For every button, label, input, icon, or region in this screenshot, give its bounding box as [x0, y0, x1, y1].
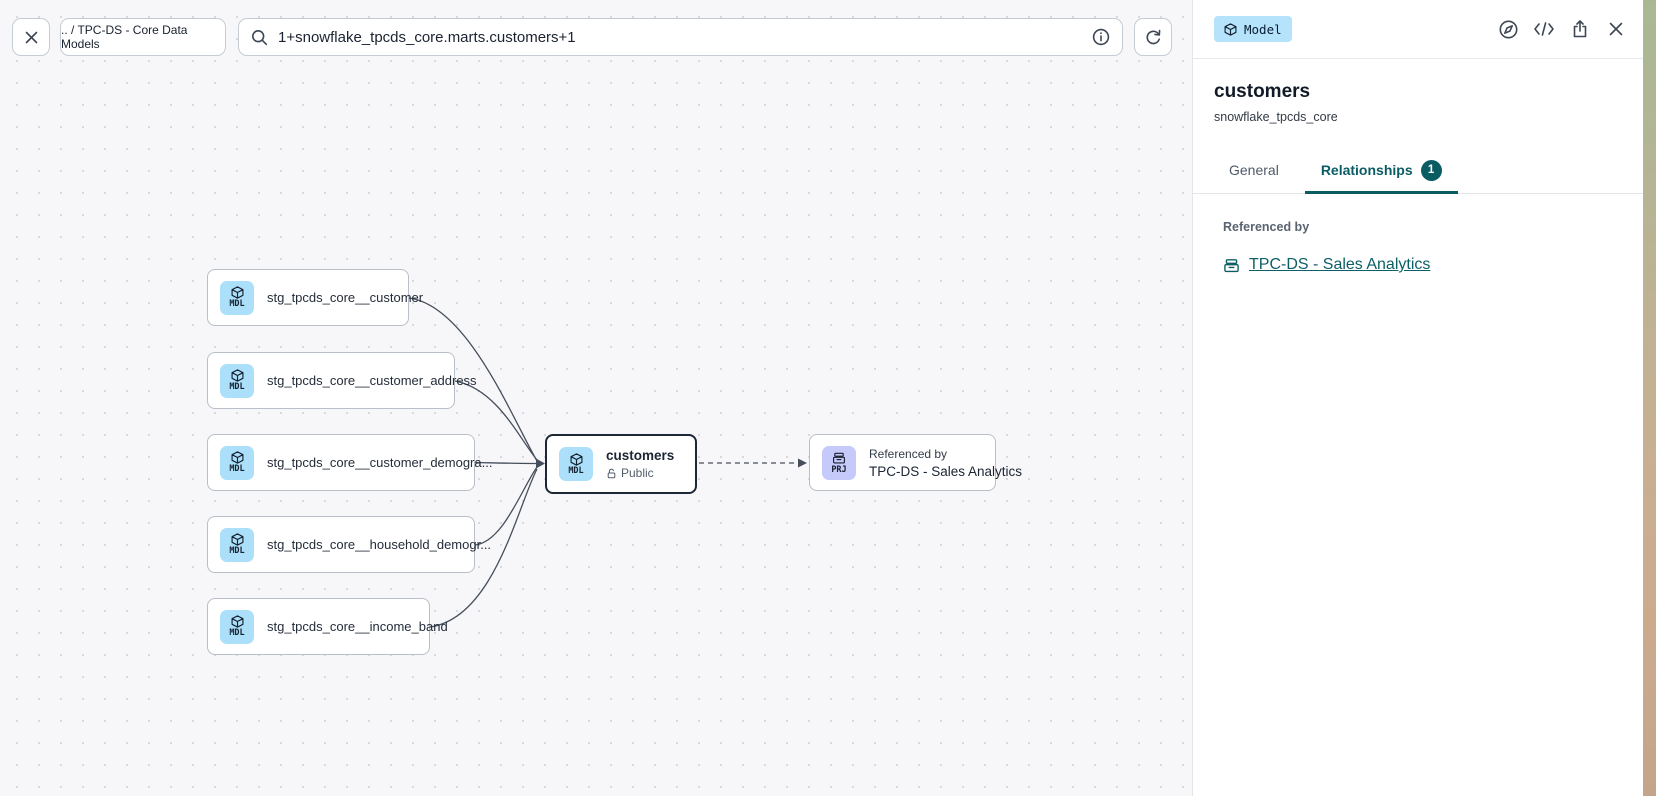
details-panel: Model [1192, 0, 1643, 796]
node-label: stg_tpcds_core__customer_address [267, 373, 477, 388]
close-icon [25, 31, 37, 43]
lineage-node-project-sales-analytics[interactable]: PRJ Referenced by TPC-DS - Sales Analyti… [809, 434, 1022, 491]
lineage-canvas[interactable]: MDL stg_tpcds_core__customer MDL stg_tpc… [0, 0, 1192, 796]
lineage-node-stg-household-demographics[interactable]: MDL stg_tpcds_core__household_demogr... [207, 516, 491, 573]
node-label: stg_tpcds_core__income_band [267, 619, 448, 634]
share-button[interactable] [1569, 18, 1591, 40]
desktop-wallpaper-edge [1643, 0, 1656, 796]
model-cube-icon: MDL [220, 445, 254, 480]
close-panel-button[interactable] [1605, 18, 1627, 40]
explore-lineage-button[interactable] [1497, 18, 1519, 40]
page-title: customers [1214, 81, 1311, 102]
model-cube-icon: MDL [220, 527, 254, 562]
resource-type-badge: Model [1214, 16, 1292, 42]
lineage-node-stg-customer-address[interactable]: MDL stg_tpcds_core__customer_address [207, 352, 477, 409]
lineage-node-stg-customer[interactable]: MDL stg_tpcds_core__customer [207, 269, 423, 326]
lineage-node-stg-customer-demographics[interactable]: MDL stg_tpcds_core__customer_demogra... [207, 434, 492, 491]
cube-icon [1224, 23, 1237, 36]
model-cube-icon: MDL [220, 280, 254, 315]
lineage-node-customers-selected[interactable]: MDL customers Public [545, 434, 697, 494]
tab-relationships[interactable]: Relationships 1 [1304, 147, 1458, 194]
lineage-node-stg-income-band[interactable]: MDL stg_tpcds_core__income_band [207, 598, 448, 655]
compass-icon [1499, 20, 1517, 38]
model-cube-icon: MDL [559, 447, 593, 481]
refresh-button[interactable] [1134, 18, 1172, 56]
code-icon [1534, 22, 1554, 36]
referenced-by-project-link[interactable]: TPC-DS - Sales Analytics [1223, 256, 1430, 274]
project-subtitle: snowflake_tpcds_core [1214, 110, 1338, 124]
node-referenced-by-label: Referenced by [869, 446, 948, 461]
referenced-by-section-label: Referenced by [1223, 220, 1310, 234]
node-label: stg_tpcds_core__customer [267, 290, 424, 305]
lock-open-icon [606, 468, 617, 479]
model-cube-icon: MDL [220, 363, 254, 398]
search-input[interactable]: 1+snowflake_tpcds_core.marts.customers+1 [278, 28, 576, 46]
project-drawer-icon: PRJ [822, 445, 856, 480]
panel-tabs: General Relationships 1 [1193, 148, 1643, 194]
share-icon [1573, 20, 1587, 38]
panel-header: Model [1193, 0, 1643, 59]
lineage-edges [408, 297, 807, 628]
view-code-button[interactable] [1533, 18, 1555, 40]
refresh-icon [1145, 29, 1160, 44]
node-label: stg_tpcds_core__household_demogr... [267, 537, 492, 552]
drawer-icon [1223, 257, 1240, 274]
model-cube-icon: MDL [220, 609, 254, 644]
breadcrumb[interactable]: .. / TPC-DS - Core Data Models [60, 18, 226, 56]
tab-general[interactable]: General [1229, 162, 1279, 178]
node-title: customers [606, 448, 675, 463]
node-access: Public [606, 466, 674, 480]
lineage-search-bar[interactable]: 1+snowflake_tpcds_core.marts.customers+1 [238, 18, 1123, 56]
relationships-count-badge: 1 [1420, 159, 1442, 181]
node-project-name: TPC-DS - Sales Analytics [869, 463, 1023, 479]
info-icon[interactable] [1092, 28, 1110, 46]
close-icon [1609, 22, 1623, 36]
node-label: stg_tpcds_core__customer_demogra... [267, 455, 493, 470]
search-icon [251, 29, 268, 45]
close-lineage-button[interactable] [12, 18, 50, 56]
